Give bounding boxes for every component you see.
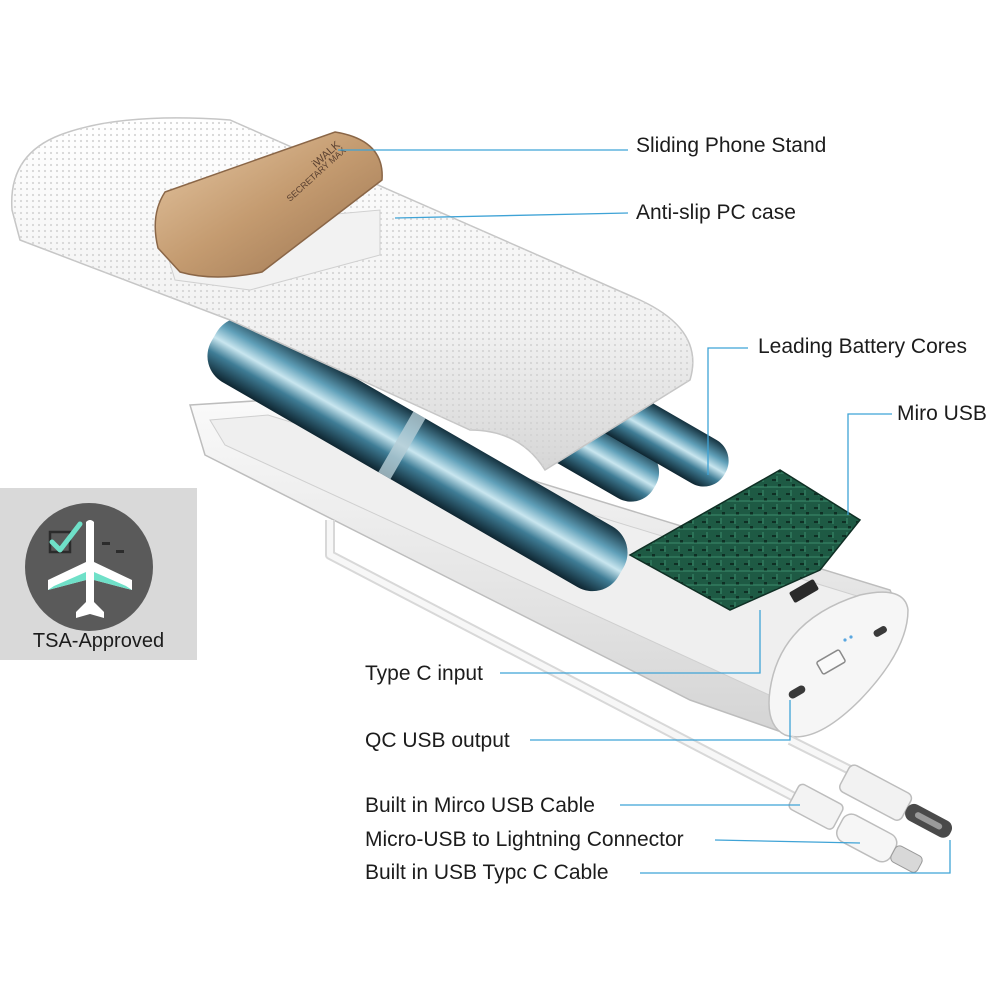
leader-line-micro-usb xyxy=(847,413,892,515)
label-sliding-phone-stand: Sliding Phone Stand xyxy=(636,134,827,157)
built-in-cable xyxy=(325,520,853,805)
label-battery-cores: Leading Battery Cores xyxy=(758,335,967,358)
led-indicator xyxy=(849,635,853,639)
tsa-approved-badge: TSA-Approved xyxy=(0,488,197,660)
label-anti-slip-case: Anti-slip PC case xyxy=(636,201,796,224)
leader-line-qc-usb xyxy=(530,700,791,741)
pcb-usb-port xyxy=(789,579,819,603)
label-micro-usb: Miro USB xyxy=(897,402,987,425)
led-indicator xyxy=(843,638,847,642)
leader-line-type-c xyxy=(500,610,761,674)
sliding-phone-stand: iWALK SECRETARY MAX xyxy=(154,131,383,278)
tsa-approved-label: TSA-Approved xyxy=(32,630,165,652)
circuit-board xyxy=(628,469,862,611)
label-lightning-connector: Micro-USB to Lightning Connector xyxy=(365,828,684,851)
leader-line-type-c-cable xyxy=(640,840,951,874)
airplane-check-icon xyxy=(25,503,153,631)
micro-usb-connector xyxy=(788,783,844,830)
leader-lines xyxy=(338,149,951,874)
leader-line-case xyxy=(394,212,629,219)
label-qc-usb-output: QC USB output xyxy=(365,729,510,752)
label-builtin-micro-usb-cable: Built in Mirco USB Cable xyxy=(365,794,595,817)
usb-a-port xyxy=(816,649,846,675)
micro-usb-port xyxy=(873,626,887,637)
lightning-connector xyxy=(835,813,923,873)
label-builtin-type-c-cable: Built in USB Typc C Cable xyxy=(365,861,609,884)
leader-line-cores xyxy=(707,347,748,475)
leader-line-lightning xyxy=(714,839,861,844)
end-cap xyxy=(768,591,909,738)
type-c-port xyxy=(788,685,806,699)
label-type-c-input: Type C input xyxy=(365,662,483,685)
type-c-connector xyxy=(839,764,953,838)
